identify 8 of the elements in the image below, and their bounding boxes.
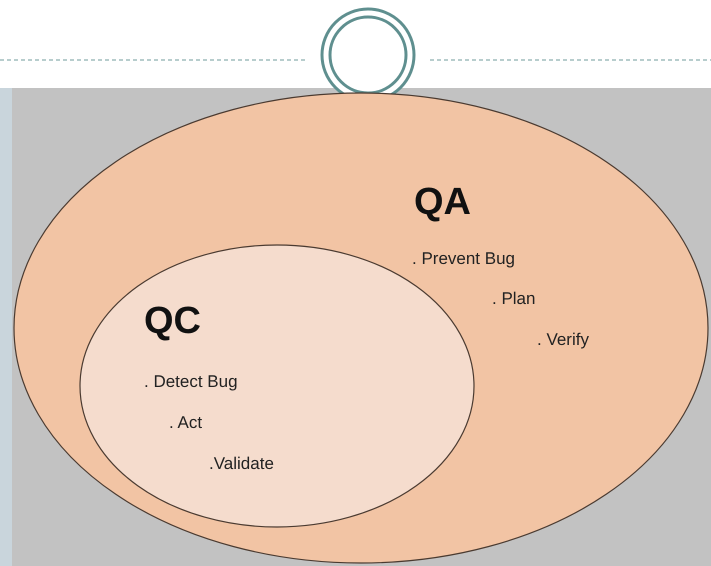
list-item: .Validate [209,454,274,474]
list-item: . Prevent Bug [412,249,516,269]
set-heading: QA [414,181,471,224]
list-item: . Plan [492,289,536,309]
set-heading: QC [144,300,201,343]
list-item: . Act [169,413,202,433]
list-item: . Verify [537,330,589,350]
list-item: . Detect Bug [144,372,238,392]
